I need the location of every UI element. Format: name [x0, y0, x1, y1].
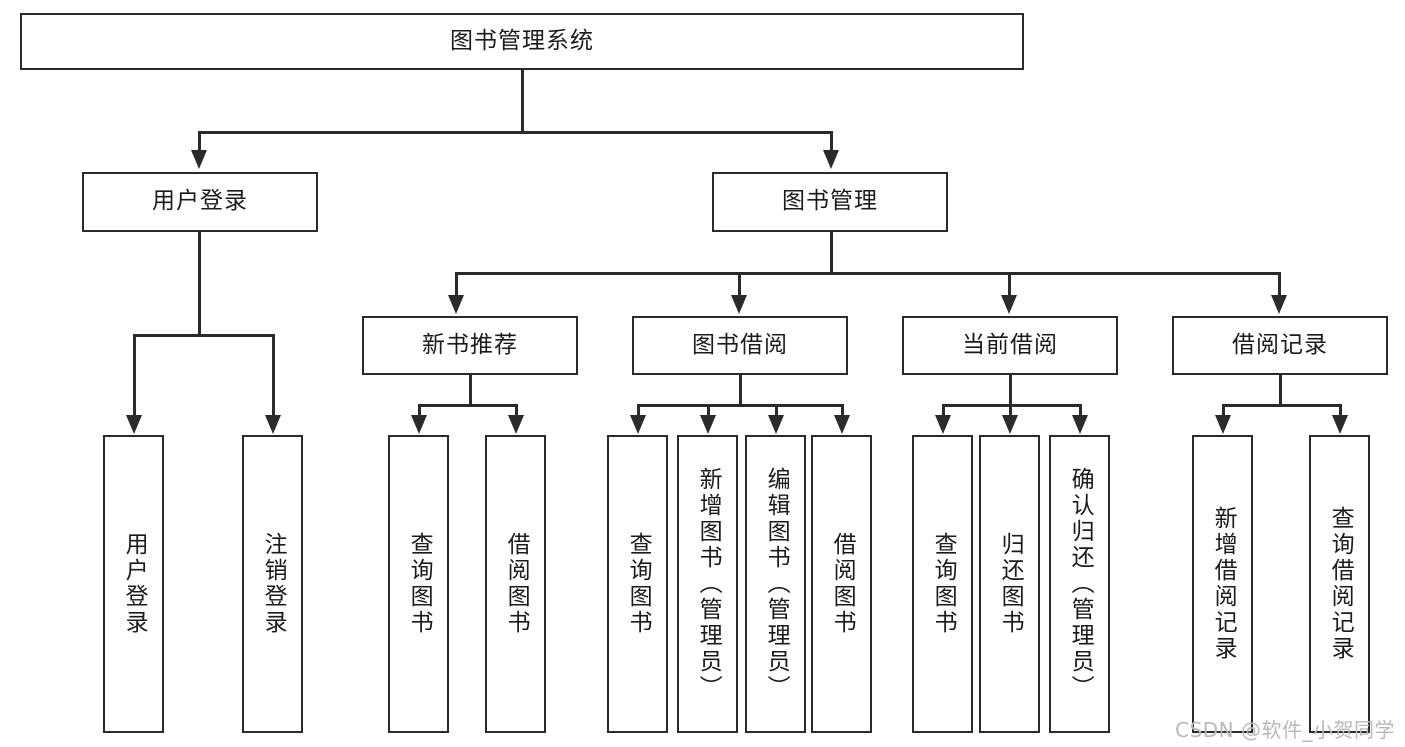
node-book-manage-label: 图书管理 [782, 188, 878, 215]
arrowhead-current-borrow [1001, 295, 1017, 314]
connector-drop-leaf-add-borrow-record [1222, 404, 1225, 416]
connector-drop-borrow-record [1278, 272, 1281, 296]
arrowhead-leaf-query-book-3 [935, 415, 951, 434]
node-leaf-query-book-1-label: 查询图书 [406, 532, 433, 636]
node-leaf-confirm-return-admin-label: 确认归还（管理员） [1067, 467, 1094, 701]
connector-drop-leaf-logout-login [272, 334, 275, 416]
node-book-manage[interactable]: 图书管理 [712, 172, 948, 232]
arrowhead-book-manage [823, 150, 839, 169]
node-leaf-edit-book-admin[interactable]: 编辑图书（管理员） [745, 435, 806, 733]
connector-level3-bus [455, 272, 1280, 275]
connector-drop-user-login [198, 131, 201, 151]
node-root-label: 图书管理系统 [450, 27, 594, 54]
node-leaf-borrow-book-2[interactable]: 借阅图书 [811, 435, 872, 733]
node-leaf-borrow-book-2-label: 借阅图书 [829, 532, 856, 636]
arrowhead-leaf-return-book [1002, 415, 1018, 434]
arrowhead-leaf-edit-book-admin [768, 415, 784, 434]
node-book-borrow-label: 图书借阅 [692, 331, 788, 358]
connector-book-borrow-bus [637, 404, 843, 407]
node-book-borrow[interactable]: 图书借阅 [632, 316, 848, 375]
node-leaf-return-book-label: 归还图书 [997, 532, 1024, 636]
arrowhead-new-book-recommend [448, 295, 464, 314]
connector-borrow-record-bus [1222, 404, 1339, 407]
arrowhead-borrow-record [1271, 295, 1287, 314]
arrowhead-leaf-confirm-return-admin [1072, 415, 1088, 434]
node-leaf-query-book-3[interactable]: 查询图书 [912, 435, 973, 733]
node-leaf-add-borrow-record[interactable]: 新增借阅记录 [1192, 435, 1253, 733]
connector-drop-current-borrow [1008, 272, 1011, 296]
connector-book-manage-stem [830, 232, 833, 274]
node-user-login[interactable]: 用户登录 [82, 172, 318, 232]
connector-drop-leaf-query-book-1 [418, 404, 421, 416]
node-leaf-add-book-admin-label: 新增图书（管理员） [695, 467, 722, 701]
node-leaf-borrow-book-1-label: 借阅图书 [503, 532, 530, 636]
connector-drop-leaf-borrow-book-1 [515, 404, 518, 416]
arrowhead-leaf-query-borrow-record [1332, 415, 1348, 434]
node-leaf-borrow-book-1[interactable]: 借阅图书 [485, 435, 546, 733]
node-borrow-record-label: 借阅记录 [1232, 331, 1328, 358]
connector-drop-leaf-borrow-book-2 [841, 404, 844, 416]
arrowhead-user-login [191, 150, 207, 169]
connector-drop-leaf-edit-book-admin [775, 404, 778, 416]
arrowhead-leaf-user-login [126, 415, 142, 434]
node-leaf-query-borrow-record-label: 查询借阅记录 [1327, 506, 1354, 662]
node-user-login-label: 用户登录 [152, 188, 248, 215]
node-leaf-user-login[interactable]: 用户登录 [103, 435, 164, 733]
node-borrow-record[interactable]: 借阅记录 [1172, 316, 1388, 375]
arrowhead-leaf-logout-login [265, 415, 281, 434]
arrowhead-leaf-borrow-book-2 [834, 415, 850, 434]
node-leaf-logout-login-label: 注销登录 [260, 532, 287, 636]
connector-current-borrow-stem [1009, 375, 1012, 406]
node-leaf-edit-book-admin-label: 编辑图书（管理员） [763, 467, 790, 701]
arrowhead-leaf-query-book-2 [630, 415, 646, 434]
connector-drop-leaf-add-book-admin [707, 404, 710, 416]
connector-drop-book-manage [830, 131, 833, 151]
arrowhead-leaf-add-book-admin [700, 415, 716, 434]
connector-new-book-recommend-stem [469, 375, 472, 406]
node-leaf-query-book-3-label: 查询图书 [930, 532, 957, 636]
node-root[interactable]: 图书管理系统 [20, 13, 1024, 70]
node-leaf-query-book-2-label: 查询图书 [625, 532, 652, 636]
connector-level2-bus [198, 131, 833, 134]
node-current-borrow[interactable]: 当前借阅 [902, 316, 1118, 375]
connector-drop-leaf-user-login [133, 334, 136, 416]
connector-drop-new-book-recommend [455, 272, 458, 296]
connector-borrow-record-stem [1279, 375, 1282, 406]
connector-book-borrow-stem [739, 375, 742, 406]
node-leaf-return-book[interactable]: 归还图书 [979, 435, 1040, 733]
arrowhead-leaf-add-borrow-record [1215, 415, 1231, 434]
connector-drop-book-borrow [738, 272, 741, 296]
arrowhead-leaf-query-book-1 [411, 415, 427, 434]
node-leaf-query-borrow-record[interactable]: 查询借阅记录 [1309, 435, 1370, 733]
node-leaf-add-book-admin[interactable]: 新增图书（管理员） [677, 435, 738, 733]
connector-drop-leaf-query-book-3 [942, 404, 945, 416]
node-current-borrow-label: 当前借阅 [962, 331, 1058, 358]
connector-user-login-bus [133, 334, 274, 337]
node-leaf-add-borrow-record-label: 新增借阅记录 [1210, 506, 1237, 662]
connector-user-login-stem [198, 232, 201, 336]
node-new-book-recommend[interactable]: 新书推荐 [362, 316, 578, 375]
connector-drop-leaf-query-book-2 [637, 404, 640, 416]
connector-drop-leaf-query-borrow-record [1339, 404, 1342, 416]
connector-new-book-recommend-bus [418, 404, 517, 407]
node-leaf-user-login-label: 用户登录 [121, 532, 148, 636]
connector-root-stem [521, 70, 524, 132]
node-leaf-logout-login[interactable]: 注销登录 [242, 435, 303, 733]
node-leaf-query-book-2[interactable]: 查询图书 [607, 435, 668, 733]
arrowhead-book-borrow [731, 295, 747, 314]
node-new-book-recommend-label: 新书推荐 [422, 331, 518, 358]
arrowhead-leaf-borrow-book-1 [508, 415, 524, 434]
node-leaf-query-book-1[interactable]: 查询图书 [388, 435, 449, 733]
connector-current-borrow-bus [942, 404, 1081, 407]
node-leaf-confirm-return-admin[interactable]: 确认归还（管理员） [1049, 435, 1110, 733]
connector-drop-leaf-confirm-return-admin [1079, 404, 1082, 416]
connector-drop-leaf-return-book [1009, 404, 1012, 416]
